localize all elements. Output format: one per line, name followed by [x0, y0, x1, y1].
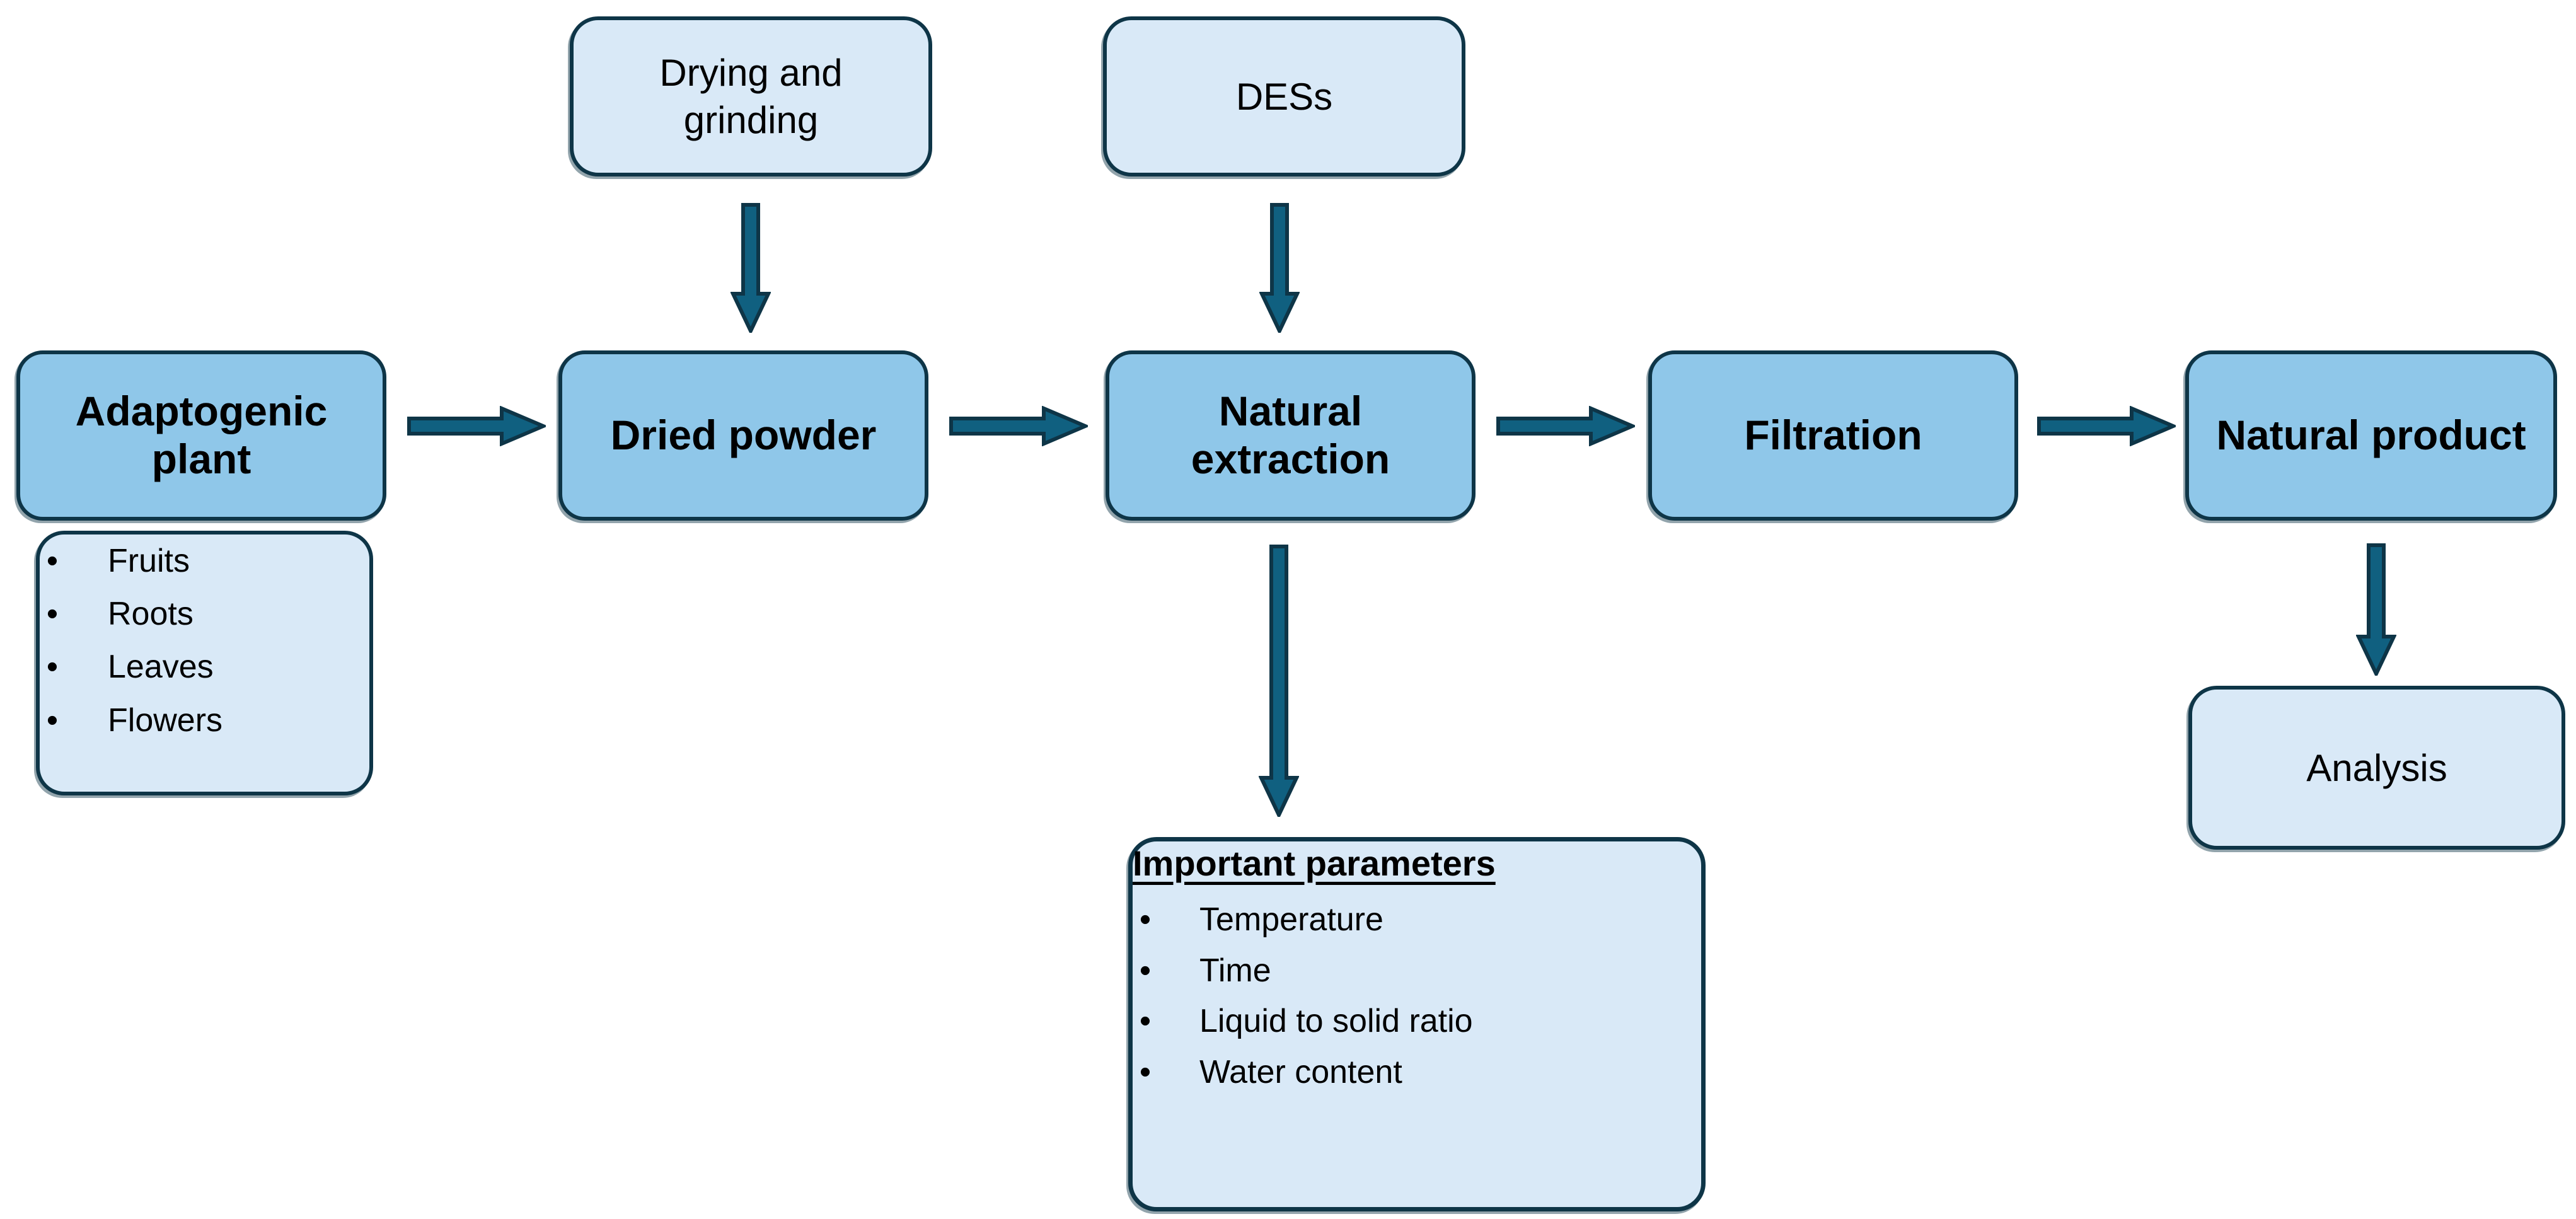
arrow-filtration-to-product-icon: [2037, 406, 2176, 446]
list-item: • Leaves: [40, 640, 369, 693]
node-dried-powder-label: Dried powder: [610, 412, 877, 459]
plant-parts-list: • Fruits • Roots • Leaves • Flowers: [40, 534, 369, 747]
list-item: • Time: [1133, 945, 1701, 997]
node-dess: DESs: [1103, 16, 1465, 176]
plant-part-label: Fruits: [108, 543, 190, 579]
node-filtration-label: Filtration: [1744, 412, 1922, 459]
arrow-dried-powder-to-extraction-icon: [949, 406, 1088, 446]
bullet-icon: •: [46, 543, 59, 579]
bullet-icon: •: [46, 649, 59, 686]
parameter-label: Liquid to solid ratio: [1199, 1003, 1473, 1040]
node-natural-product-label: Natural product: [2216, 412, 2526, 459]
node-adaptogenic-plant: Adaptogenic plant: [16, 350, 386, 521]
arrow-dess-to-extraction-icon: [1259, 203, 1300, 333]
list-item: • Temperature: [1133, 894, 1701, 945]
node-filtration: Filtration: [1648, 350, 2018, 521]
parameter-label: Time: [1199, 952, 1271, 989]
node-analysis-label: Analysis: [2306, 746, 2447, 789]
node-natural-extraction: Natural extraction: [1106, 350, 1476, 521]
plant-part-label: Leaves: [108, 649, 214, 686]
node-drying-grinding: Drying and grinding: [570, 16, 932, 176]
list-item: • Fruits: [40, 534, 369, 587]
node-drying-grinding-label: Drying and grinding: [659, 52, 843, 141]
bullet-icon: •: [1139, 1003, 1152, 1040]
bullet-icon: •: [1139, 952, 1152, 989]
arrow-product-to-analysis-icon: [2356, 543, 2396, 676]
important-parameters-title: Important parameters: [1133, 843, 1496, 883]
parameter-label: Temperature: [1199, 901, 1383, 938]
list-item: • Roots: [40, 587, 369, 640]
node-plant-parts: • Fruits • Roots • Leaves • Flowers: [36, 531, 373, 795]
node-natural-extraction-label: Natural extraction: [1191, 388, 1390, 482]
list-item: • Flowers: [40, 694, 369, 747]
plant-part-label: Roots: [108, 596, 193, 633]
node-adaptogenic-plant-label: Adaptogenic plant: [75, 388, 328, 482]
node-dess-label: DESs: [1235, 75, 1333, 118]
bullet-icon: •: [1139, 901, 1152, 938]
arrow-adaptogenic-to-dried-powder-icon: [407, 406, 546, 446]
bullet-icon: •: [46, 702, 59, 739]
bullet-icon: •: [1139, 1053, 1152, 1090]
bullet-icon: •: [46, 596, 59, 633]
list-item: • Water content: [1133, 1047, 1701, 1098]
node-important-parameters: Important parameters • Temperature • Tim…: [1128, 837, 1706, 1211]
parameter-label: Water content: [1199, 1053, 1402, 1090]
important-parameters-list: • Temperature • Time • Liquid to solid r…: [1133, 894, 1701, 1097]
list-item: • Liquid to solid ratio: [1133, 996, 1701, 1047]
arrow-extraction-to-parameters-icon: [1259, 545, 1299, 817]
plant-part-label: Flowers: [108, 702, 223, 739]
arrow-extraction-to-filtration-icon: [1496, 406, 1635, 446]
node-analysis: Analysis: [2188, 686, 2565, 850]
arrow-drying-to-dried-powder-icon: [731, 203, 771, 333]
node-natural-product: Natural product: [2185, 350, 2557, 521]
node-dried-powder: Dried powder: [558, 350, 928, 521]
